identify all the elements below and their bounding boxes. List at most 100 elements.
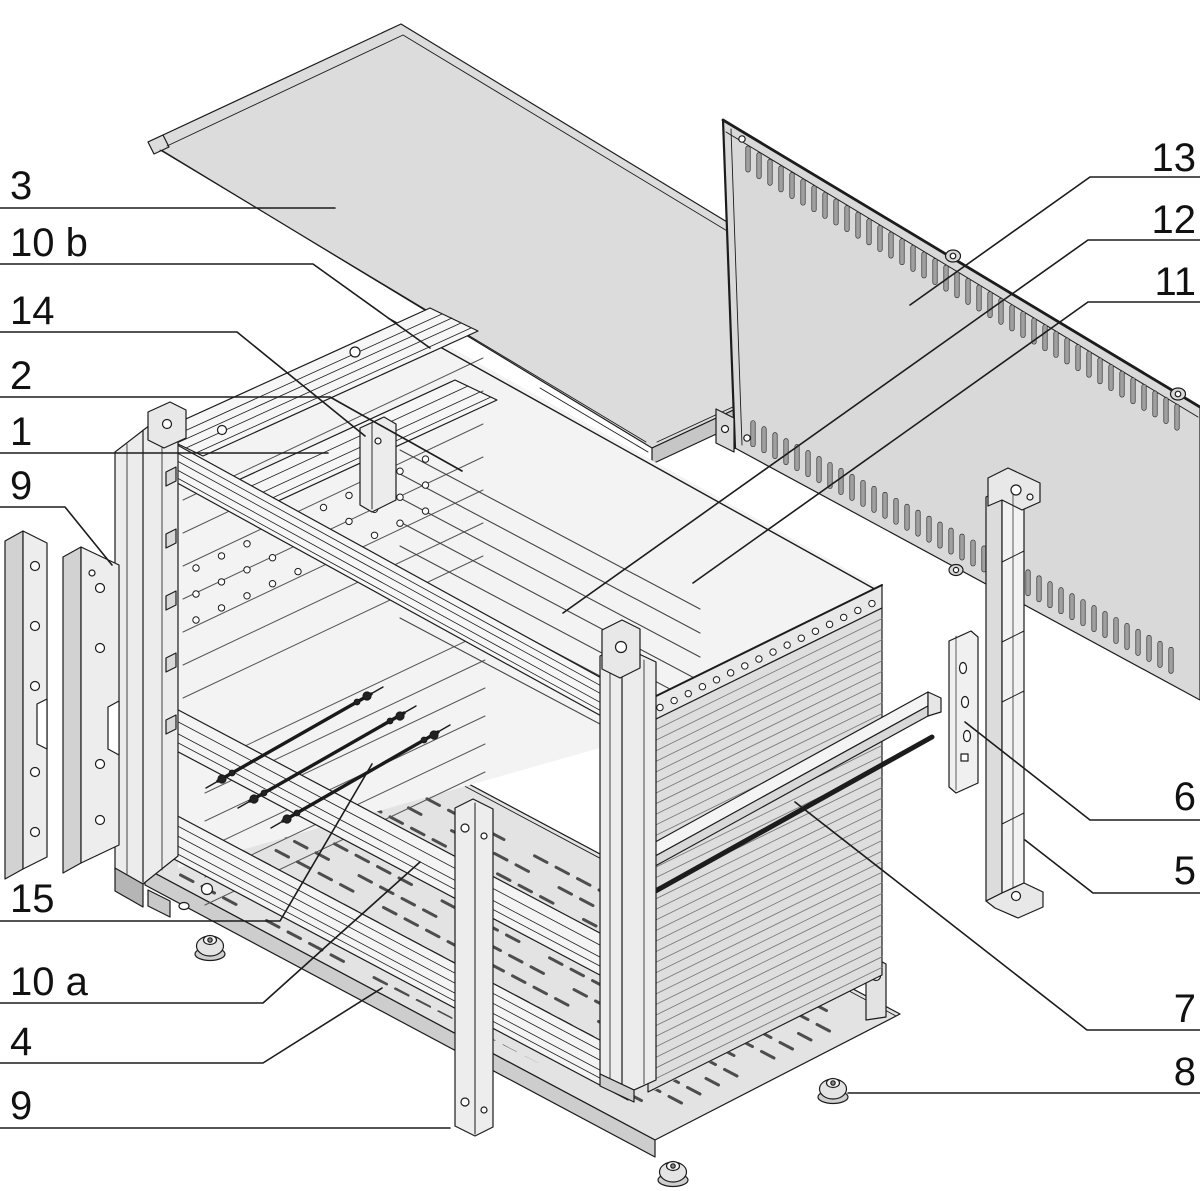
callout-leader-5 [1024,839,1200,894]
callout-leader-12 [562,239,1200,614]
vent-slot [372,976,388,986]
vent-slot [317,871,333,882]
fin-line [647,892,883,1009]
vent-slot [1091,605,1097,632]
fin-line [647,924,883,1041]
vent-slot [333,842,349,852]
vent-slot [508,953,524,964]
vent-slot [745,145,751,173]
vent-slot [761,426,767,454]
vent-slot [505,933,521,944]
vent-slot [723,1067,739,1078]
callout-label-15: 15 [10,877,55,921]
vent-slot [425,797,441,807]
vent-slot [529,965,545,975]
vent-slot [1146,635,1152,662]
vent-slot [548,956,564,966]
vent-slot [533,854,549,864]
mounting-hole [243,540,251,548]
vent-slot [976,284,982,312]
tie-rods [205,686,451,829]
callout-leader-15 [0,763,373,922]
vent-slot [425,928,441,939]
callout-leader-2 [0,396,463,472]
fin-line [647,639,883,756]
front-horizontal-rails [137,429,646,1101]
vent-slot [838,468,844,495]
vent-slot [354,853,370,864]
mounting-hole [192,616,200,624]
mounting-hole [294,567,302,576]
vent-slot [987,291,993,318]
vent-slot [778,1040,794,1051]
mounting-hole [396,467,404,475]
front-joining-strip [454,798,494,1137]
vent-slot [921,251,927,279]
top-horizontal-rails [154,307,881,593]
vent-slot [888,231,894,259]
vent-slot [767,158,773,186]
rear-rail-line [399,473,701,634]
front-left-frame-member [114,401,187,918]
rivet-hole [726,669,735,677]
mounting-hole [243,592,251,600]
vent-slot [1025,569,1031,597]
vent-slot [379,885,395,896]
vent-slot [403,917,419,927]
vent-slot [579,897,595,908]
vent-slot [1135,629,1141,656]
vent-slot [357,874,373,884]
callout-label-2: 2 [10,354,32,398]
fin-line [647,692,883,808]
vent-slot [797,1031,813,1042]
rivet-hole [656,703,664,712]
vent-slot [1168,647,1174,674]
vent-slot [772,432,778,459]
rear-rail-line [399,497,701,658]
callout-label-10b: 10 b [10,221,88,265]
vent-slot [539,895,555,905]
vent-slot [514,863,530,873]
vent-slot [582,917,598,928]
callout-leader-11 [692,301,1200,584]
vent-slot [1163,397,1169,424]
vent-slot [893,497,899,525]
vent-slot [811,185,817,213]
rear-vertical-rail [985,467,1044,919]
fin-line [647,945,883,1062]
mounting-hole [396,493,404,501]
fin-line [647,956,883,1073]
vent-slot [849,474,855,501]
vent-slot [860,480,866,507]
fin-line [647,882,883,999]
mounting-hole [268,580,277,588]
vent-slot [1075,344,1081,371]
callout-label-9-front: 9 [10,1084,32,1128]
vent-slot [415,998,431,1009]
vent-slot [179,873,195,884]
vent-slot [517,883,533,894]
rivet-hole [797,634,805,642]
vent-slot [1047,581,1053,609]
vent-slot [1174,403,1180,431]
vent-slot [932,258,938,285]
vent-slot [965,278,971,305]
fin-line [647,808,883,925]
vent-slot [882,491,888,519]
fin-line [647,829,883,946]
vent-slot [954,271,960,299]
fin-line [647,871,883,988]
vent-slot [1157,641,1163,668]
fin-line [647,840,883,956]
vent-slot [554,997,570,1007]
fin-line [647,618,883,734]
fin-line [647,797,883,914]
vent-slot [496,872,512,882]
vent-slot [926,515,932,543]
card-guide [182,522,484,666]
vent-slot [339,883,355,893]
callout-leader-14 [0,331,366,437]
card-guide [204,715,486,850]
